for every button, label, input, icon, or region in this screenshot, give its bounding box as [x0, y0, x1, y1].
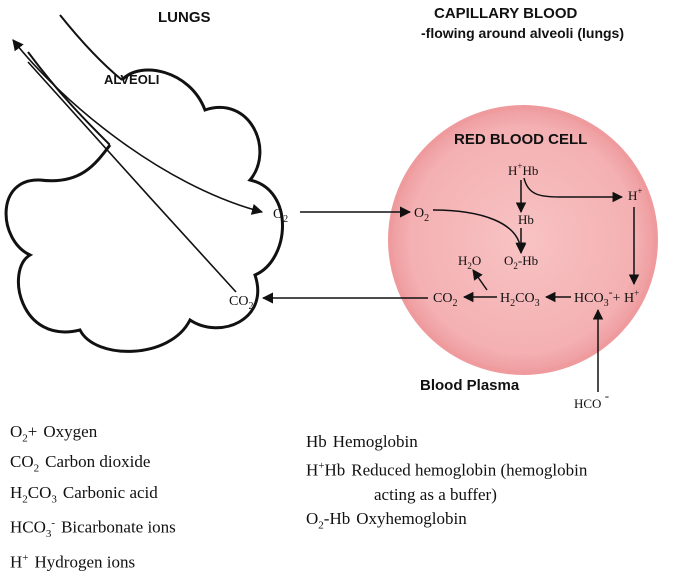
legend-continuation: acting as a buffer)	[374, 484, 497, 504]
legend-row-oxygen: O2+ Oxygen	[10, 420, 176, 450]
diagram-root: LUNGS CAPILLARY BLOOD -flowing around al…	[4, 5, 658, 411]
red-blood-cell	[388, 105, 658, 375]
legend-row-bicarbonate: HCO3-Bicarbonate ions	[10, 511, 176, 546]
legend-symbol: HCO3-	[10, 517, 56, 541]
legend-name: Hemoglobin	[332, 432, 418, 451]
legend-row-hemoglobin: Hb Hemoglobin	[306, 430, 587, 454]
label-hco-plasma: HCO -	[574, 388, 609, 411]
label-hb: Hb	[518, 212, 534, 227]
alveoli-shape	[4, 68, 284, 353]
legend-name: Oxyhemoglobin	[356, 508, 467, 528]
legend-name: Hydrogen ions	[34, 552, 136, 572]
legend-symbol: O2-Hb	[306, 508, 351, 532]
heading-lungs: LUNGS	[158, 9, 211, 26]
label-hhb: H+Hb	[508, 161, 538, 178]
label-blood-plasma: Blood Plasma	[420, 377, 520, 394]
legend-name: Oxygen	[43, 422, 98, 441]
legend-symbol: Hb	[306, 432, 327, 451]
legend-name: Carbon dioxide	[45, 452, 151, 472]
gas-exchange-diagram: LUNGS CAPILLARY BLOOD -flowing around al…	[4, 5, 658, 411]
legend-symbol: H2CO3	[10, 482, 57, 506]
airway-wall-inner	[59, 14, 123, 81]
label-co2-cell: CO2	[433, 291, 457, 309]
airway-arrow-path	[12, 39, 264, 215]
legend-name: Bicarbonate ions	[61, 517, 176, 537]
arrow-h2co3-to-h2o	[472, 269, 488, 291]
arrow-hhb-to-h-plus	[523, 177, 624, 203]
legend-name: Reduced hemoglobin (hemoglobin	[351, 460, 588, 480]
legend-symbol: H+	[10, 552, 29, 572]
co2-exhale-path	[27, 61, 237, 293]
label-h2co3: H2CO3	[500, 291, 540, 309]
heading-capillary-subtitle: -flowing around alveoli (lungs)	[421, 25, 624, 41]
legend-row-hydrogen: H+Hydrogen ions	[10, 546, 176, 575]
heading-red-blood-cell: RED BLOOD CELL	[454, 131, 587, 148]
label-h2o: H2O	[458, 253, 481, 271]
legend-symbol: O2+	[10, 422, 38, 445]
arrow-o2-to-o2hb	[432, 209, 526, 254]
heading-capillary-blood: CAPILLARY BLOOD	[434, 5, 578, 22]
legend-symbol: H+Hb	[306, 460, 346, 480]
label-o2hb: O2-Hb	[504, 253, 538, 271]
label-alveoli: ALVEOLI	[104, 72, 159, 87]
legend-name: Carbonic acid	[62, 482, 158, 502]
legend-symbol: CO2	[10, 452, 40, 475]
legend-row-reduced-hemoglobin-cont: acting as a buffer)	[306, 483, 587, 507]
label-co2-lung: CO2	[229, 294, 253, 312]
